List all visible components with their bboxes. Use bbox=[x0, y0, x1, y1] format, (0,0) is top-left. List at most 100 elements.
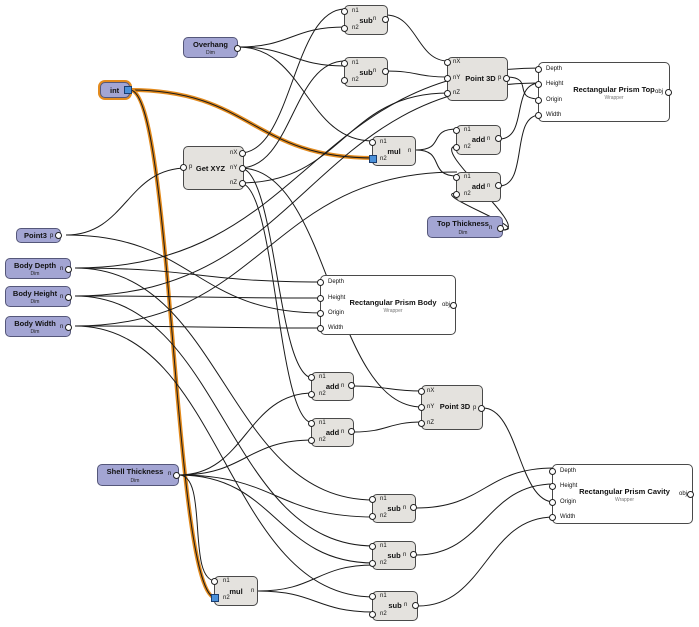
add-node[interactable]: add n1 n2 n bbox=[453, 125, 502, 155]
input-port-n2[interactable] bbox=[369, 155, 377, 163]
overhang-node[interactable]: Overhang Dim bbox=[183, 37, 241, 58]
sub-node[interactable]: sub n1 n2 n bbox=[341, 5, 389, 35]
output-port[interactable] bbox=[65, 324, 72, 331]
input-port-nz[interactable] bbox=[444, 90, 451, 97]
output-port-nx[interactable] bbox=[239, 150, 246, 157]
output-port-nz[interactable] bbox=[239, 180, 246, 187]
rectangular-prism-top-node[interactable]: Rectangular Prism Top Wrapper Depth Heig… bbox=[535, 62, 672, 122]
input-port-nx[interactable] bbox=[444, 59, 451, 66]
sub-node[interactable]: sub n1 n2 n bbox=[341, 57, 389, 87]
rectangular-prism-body-node[interactable]: Rectangular Prism Body Wrapper Depth Hei… bbox=[317, 275, 457, 335]
output-port[interactable] bbox=[687, 491, 694, 498]
input-port-height[interactable] bbox=[535, 81, 542, 88]
input-port-ny[interactable] bbox=[444, 75, 451, 82]
input-port-n2[interactable] bbox=[211, 594, 219, 602]
point-3d-node[interactable]: Point 3D nX nY nZ p bbox=[444, 57, 510, 101]
input-label: n2 bbox=[464, 144, 471, 150]
output-port[interactable] bbox=[348, 382, 355, 389]
input-port-n1[interactable] bbox=[211, 578, 218, 585]
input-port-origin[interactable] bbox=[535, 97, 542, 104]
point-3d-node[interactable]: Point 3D nX nY nZ p bbox=[418, 385, 485, 430]
input-port-n1[interactable] bbox=[308, 374, 315, 381]
input-port-depth[interactable] bbox=[535, 66, 542, 73]
input-port-n1[interactable] bbox=[369, 496, 376, 503]
input-port-n2[interactable] bbox=[453, 191, 460, 198]
output-port[interactable] bbox=[410, 551, 417, 558]
input-port-n1[interactable] bbox=[308, 420, 315, 427]
int-node[interactable]: int bbox=[100, 82, 132, 98]
output-port[interactable] bbox=[495, 182, 502, 189]
body-depth-node[interactable]: Body Depth Dim n bbox=[5, 258, 72, 279]
input-port-n2[interactable] bbox=[369, 611, 376, 618]
add-node[interactable]: add n1 n2 n bbox=[308, 418, 355, 447]
input-port-n2[interactable] bbox=[308, 437, 315, 444]
input-port-height[interactable] bbox=[317, 295, 324, 302]
output-label: n bbox=[408, 148, 412, 154]
output-port[interactable] bbox=[65, 266, 72, 273]
add-node[interactable]: add n1 n2 n bbox=[308, 372, 355, 401]
output-port[interactable] bbox=[503, 75, 510, 82]
input-port-n1[interactable] bbox=[341, 8, 348, 15]
input-port-n1[interactable] bbox=[369, 139, 376, 146]
top-thickness-node[interactable]: Top Thickness Dim n bbox=[427, 216, 504, 238]
input-port-n1[interactable] bbox=[369, 593, 376, 600]
input-port-width[interactable] bbox=[549, 514, 556, 521]
input-port-n2[interactable] bbox=[369, 560, 376, 567]
input-port-n2[interactable] bbox=[453, 144, 460, 151]
output-port[interactable] bbox=[495, 135, 502, 142]
output-port[interactable] bbox=[382, 16, 389, 23]
body-width-node[interactable]: Body Width Dim n bbox=[5, 316, 72, 337]
shell-thickness-node[interactable]: Shell Thickness Dim n bbox=[97, 464, 180, 486]
body-height-node[interactable]: Body Height Dim n bbox=[5, 286, 72, 307]
sub-node[interactable]: sub n1 n2 n bbox=[369, 541, 417, 570]
add-node[interactable]: add n1 n2 n bbox=[453, 172, 502, 202]
mul-node[interactable]: mul n1 n2 n bbox=[369, 136, 416, 166]
output-port[interactable] bbox=[55, 232, 62, 239]
node-title: Rectangular Prism Cavity bbox=[579, 487, 670, 496]
input-port-depth[interactable] bbox=[549, 468, 556, 475]
output-port[interactable] bbox=[124, 86, 132, 94]
sub-node[interactable]: sub n1 n2 n bbox=[369, 494, 417, 523]
input-port-p[interactable] bbox=[180, 164, 187, 171]
node-title: sub bbox=[387, 551, 401, 560]
input-port-n2[interactable] bbox=[308, 391, 315, 398]
input-port-nx[interactable] bbox=[418, 388, 425, 395]
input-port-n1[interactable] bbox=[341, 60, 348, 67]
input-port-nz[interactable] bbox=[418, 420, 425, 427]
input-port-n1[interactable] bbox=[369, 543, 376, 550]
output-port[interactable] bbox=[410, 504, 417, 511]
wire bbox=[239, 167, 314, 379]
input-port-depth[interactable] bbox=[317, 279, 324, 286]
node-subtitle: Wrapper bbox=[604, 95, 624, 101]
input-port-origin[interactable] bbox=[317, 310, 324, 317]
output-port[interactable] bbox=[412, 602, 419, 609]
output-port[interactable] bbox=[450, 302, 457, 309]
node-title: mul bbox=[387, 147, 401, 156]
input-port-n1[interactable] bbox=[453, 174, 460, 181]
output-port[interactable] bbox=[382, 68, 389, 75]
output-port[interactable] bbox=[173, 472, 180, 479]
output-port[interactable] bbox=[478, 405, 485, 412]
input-port-width[interactable] bbox=[317, 325, 324, 332]
output-port-ny[interactable] bbox=[239, 165, 246, 172]
output-port[interactable] bbox=[348, 428, 355, 435]
output-port[interactable] bbox=[497, 225, 504, 232]
node-title: add bbox=[325, 382, 340, 391]
get-xyz-node[interactable]: Get XYZ p nX nY nZ bbox=[180, 146, 246, 190]
input-port-n2[interactable] bbox=[369, 513, 376, 520]
input-port-n2[interactable] bbox=[341, 77, 348, 84]
point3-node[interactable]: Point3 p bbox=[16, 228, 62, 243]
output-port[interactable] bbox=[234, 45, 241, 52]
input-port-width[interactable] bbox=[535, 112, 542, 119]
mul-node[interactable]: mul n1 n2 n bbox=[211, 576, 258, 606]
output-port[interactable] bbox=[65, 294, 72, 301]
input-port-n1[interactable] bbox=[453, 127, 460, 134]
sub-node[interactable]: sub n1 n2 n bbox=[369, 591, 419, 621]
input-port-ny[interactable] bbox=[418, 404, 425, 411]
input-port-n2[interactable] bbox=[341, 25, 348, 32]
input-port-height[interactable] bbox=[549, 483, 556, 490]
rectangular-prism-cavity-node[interactable]: Rectangular Prism Cavity Wrapper Depth H… bbox=[549, 464, 694, 524]
input-port-origin[interactable] bbox=[549, 499, 556, 506]
output-port[interactable] bbox=[665, 89, 672, 96]
